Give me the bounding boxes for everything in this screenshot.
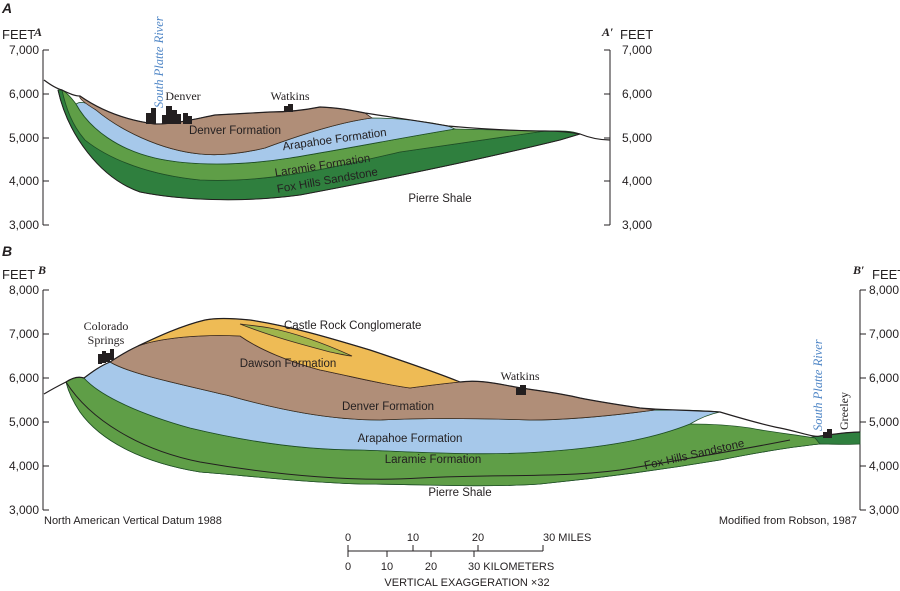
panel-a-right-axis-unit: FEET <box>620 27 653 42</box>
tick-label: 3,000 <box>869 503 899 517</box>
scale-km-label: 30 KILOMETERS <box>468 561 554 573</box>
ground-surface-a <box>43 79 611 141</box>
section-end-b: B <box>37 263 46 277</box>
formation-label-pierre-b: Pierre Shale <box>428 487 491 499</box>
tick-label: 6,000 <box>622 87 652 101</box>
panel-a-label: A <box>1 0 12 16</box>
tick-label: 8,000 <box>9 283 39 297</box>
scale-mile-label: 30 MILES <box>543 532 591 544</box>
scale-km-label: 0 <box>345 561 351 573</box>
vertical-exaggeration-note: VERTICAL EXAGGERATION ×32 <box>384 577 549 589</box>
tick-label: 6,000 <box>869 371 899 385</box>
ground-surface-b <box>43 317 861 437</box>
formation-label-castle-rock: Castle Rock Conglomerate <box>284 320 421 332</box>
tick-label: 7,000 <box>622 43 652 57</box>
tick-label: 8,000 <box>869 283 899 297</box>
river-label-a: South Platte River <box>152 16 166 108</box>
panel-a: A FEET A A′ FEET 7,000 6,000 5,000 4,000… <box>1 0 653 232</box>
tick-label: 5,000 <box>622 131 652 145</box>
formation-label-laramie-b: Laramie Formation <box>385 454 482 466</box>
panel-b-label: B <box>2 243 12 259</box>
place-label-watkins-b: Watkins <box>500 369 539 383</box>
scale-mile-label: 0 <box>345 532 351 544</box>
formation-label-denver-a: Denver Formation <box>189 125 281 137</box>
tick-label: 4,000 <box>622 174 652 188</box>
section-end-a-prime: A′ <box>601 25 613 39</box>
panel-b-right-axis-unit: FEET <box>872 267 900 282</box>
place-label-watkins-a: Watkins <box>270 89 309 103</box>
place-label-greeley: Greeley <box>837 392 851 430</box>
panel-b-left-axis-unit: FEET <box>2 267 35 282</box>
scale-bar: 0 10 20 30 MILES 0 10 20 30 KILOMETERS V… <box>345 532 591 589</box>
tick-label: 3,000 <box>9 503 39 517</box>
greeley-city-icon <box>823 429 832 438</box>
panel-a-left-axis: 7,000 6,000 5,000 4,000 3,000 <box>9 43 49 232</box>
place-label-colorado-springs-line1: Colorado <box>84 319 129 333</box>
tick-label: 6,000 <box>9 371 39 385</box>
panel-b-left-axis: 8,000 7,000 6,000 5,000 4,000 3,000 <box>9 283 49 517</box>
river-label-b: South Platte River <box>811 339 825 431</box>
castle-rock-conglomerate-b <box>239 323 353 357</box>
tick-label: 7,000 <box>9 327 39 341</box>
scale-mile-label: 20 <box>472 532 484 544</box>
tick-label: 6,000 <box>9 87 39 101</box>
panel-b-right-axis: 8,000 7,000 6,000 5,000 4,000 3,000 <box>859 283 899 517</box>
section-end-a: A <box>33 25 42 39</box>
credit-note: Modified from Robson, 1987 <box>719 515 857 527</box>
scale-km-label: 10 <box>381 561 393 573</box>
panel-a-right-axis: 7,000 6,000 5,000 4,000 3,000 <box>604 43 652 232</box>
panel-a-left-axis-unit: FEET <box>2 27 35 42</box>
section-end-b-prime: B′ <box>852 263 864 277</box>
formation-label-pierre-a: Pierre Shale <box>408 193 471 205</box>
tick-label: 3,000 <box>9 218 39 232</box>
formation-label-dawson: Dawson Formation <box>240 358 337 370</box>
tick-label: 7,000 <box>9 43 39 57</box>
watkins-city-icon-b <box>516 385 526 395</box>
panel-b: B FEET B B′ FEET 8,000 7,000 6,000 5,000… <box>2 243 900 517</box>
tick-label: 5,000 <box>9 415 39 429</box>
tick-label: 3,000 <box>622 218 652 232</box>
place-label-denver: Denver <box>165 89 200 103</box>
place-label-colorado-springs-line2: Springs <box>88 333 125 347</box>
tick-label: 7,000 <box>869 327 899 341</box>
tick-label: 5,000 <box>9 131 39 145</box>
tick-label: 5,000 <box>869 415 899 429</box>
formation-label-denver-b: Denver Formation <box>342 401 434 413</box>
colorado-springs-city-icon <box>98 349 114 364</box>
tick-label: 4,000 <box>869 459 899 473</box>
formation-label-arapahoe-b: Arapahoe Formation <box>358 433 463 445</box>
watkins-city-icon-a <box>284 104 293 112</box>
denver-city-icon <box>146 106 192 124</box>
tick-label: 4,000 <box>9 174 39 188</box>
scale-mile-label: 10 <box>407 532 419 544</box>
datum-note: North American Vertical Datum 1988 <box>44 515 222 527</box>
tick-label: 4,000 <box>9 459 39 473</box>
scale-km-label: 20 <box>425 561 437 573</box>
